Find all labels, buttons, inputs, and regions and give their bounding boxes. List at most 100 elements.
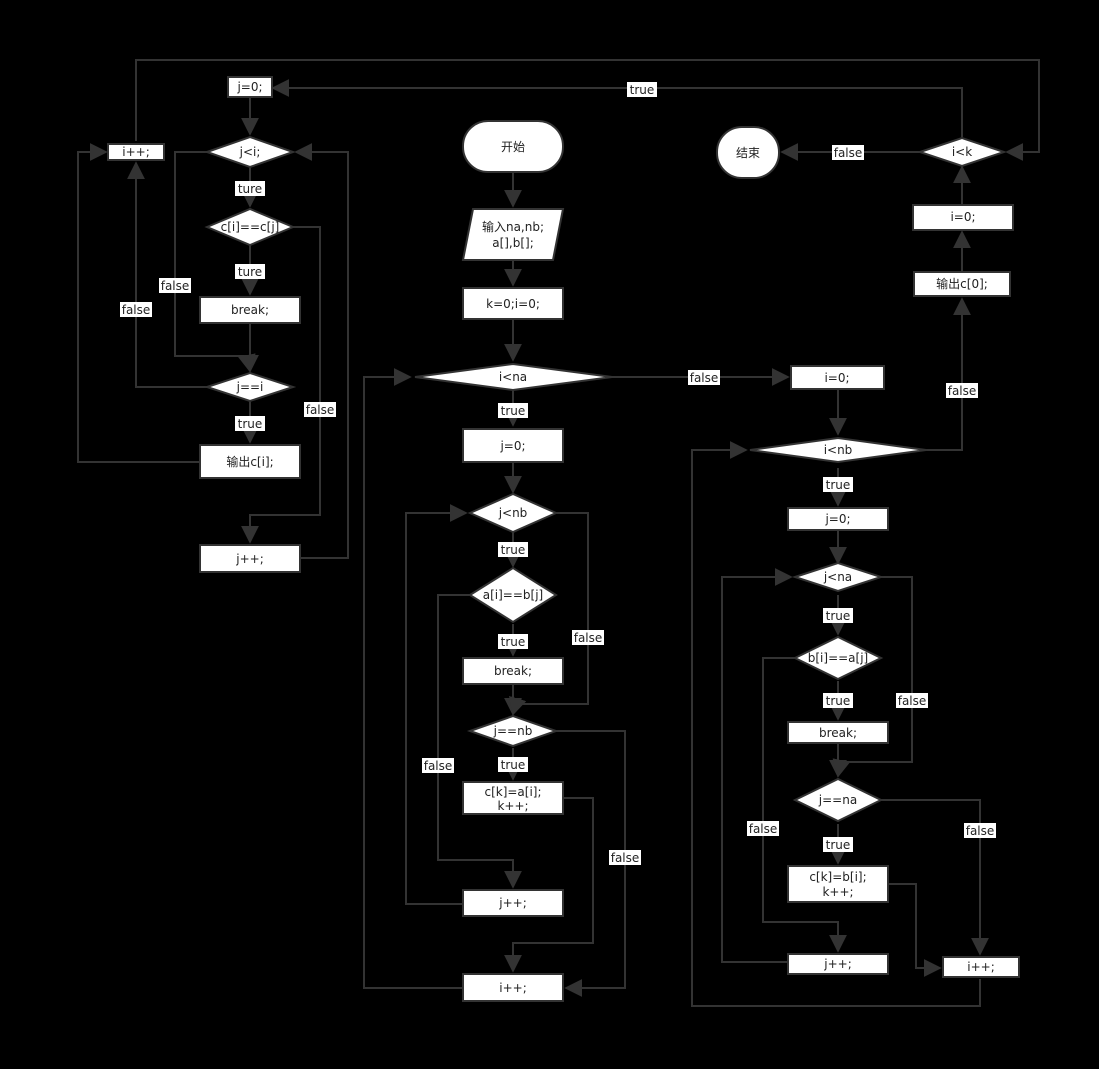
label-ina-false: false xyxy=(688,370,720,385)
svg-text:false: false xyxy=(898,694,927,708)
label-jeqnb-true: true xyxy=(498,757,528,772)
cond-j-eq-na-label: j==na xyxy=(818,793,857,807)
edges xyxy=(77,59,1040,1007)
right-jpp-box xyxy=(787,953,889,975)
final-i0-label: i=0; xyxy=(950,210,975,224)
label-jnb-true: true xyxy=(498,542,528,557)
label-jna-true: true xyxy=(823,608,853,623)
edge-jnb-false xyxy=(509,512,589,716)
out-c0-box xyxy=(913,271,1011,297)
svg-text:true: true xyxy=(826,838,851,852)
label-jnb-false: false xyxy=(572,630,604,645)
cond-bi-eq-aj xyxy=(792,635,884,681)
label-jeqi-true: true xyxy=(235,416,265,431)
edge-labels: true true true true false false false fa… xyxy=(120,82,996,865)
mid-break-box xyxy=(462,657,564,685)
svg-text:false: false xyxy=(122,303,151,317)
left-j0-label: j=0; xyxy=(236,80,262,94)
cond-j-eq-i xyxy=(203,371,297,403)
cond-j-eq-na xyxy=(792,777,884,823)
left-break-box xyxy=(199,296,301,324)
cond-j-lt-nb xyxy=(467,492,559,534)
svg-text:true: true xyxy=(501,635,526,649)
svg-text:false: false xyxy=(966,824,995,838)
right-j0-label: j=0; xyxy=(824,512,850,526)
svg-text:false: false xyxy=(611,851,640,865)
edge-inb-false xyxy=(926,297,971,451)
right-ck-label-line1: c[k]=b[i]; xyxy=(809,870,866,884)
cond-bi-eq-aj-label: b[i]==a[j] xyxy=(808,651,868,665)
right-jpp-label: j++; xyxy=(823,957,852,971)
cond-i-lt-nb xyxy=(749,436,927,464)
cond-ai-eq-bj-label: a[i]==b[j] xyxy=(483,588,543,602)
mid-jpp-box xyxy=(462,889,564,917)
mid-ipp-box xyxy=(462,973,564,1002)
svg-text:ture: ture xyxy=(238,265,262,279)
label-aibj-false: false xyxy=(422,758,454,773)
nodes: 开始 输入na,nb; a[],b[]; k=0;i=0; i<na j=0; … xyxy=(107,76,1020,1002)
svg-text:false: false xyxy=(574,631,603,645)
svg-text:false: false xyxy=(306,403,335,417)
svg-text:false: false xyxy=(161,279,190,293)
edge-rjpp-loop xyxy=(721,568,793,963)
cond-i-lt-k xyxy=(916,136,1008,168)
input-label-line2: a[],b[]; xyxy=(492,236,534,250)
svg-text:true: true xyxy=(630,83,655,97)
svg-text:false: false xyxy=(834,146,863,160)
init-ki-box xyxy=(462,287,564,320)
cond-j-eq-i-label: j==i xyxy=(236,380,264,394)
label-ji-ture: ture xyxy=(235,181,265,196)
edge-outci-to-lipp xyxy=(77,143,200,463)
edge-biaj-false xyxy=(762,657,847,953)
label-jeqna-false: false xyxy=(964,823,996,838)
mid-j0-box xyxy=(462,428,564,463)
cond-i-lt-nb-label: i<nb xyxy=(824,443,853,457)
edge-ck-to-ipp xyxy=(504,797,594,973)
right-ck-label-line2: k++; xyxy=(822,885,853,899)
left-jpp-label: j++; xyxy=(235,552,264,566)
svg-text:false: false xyxy=(749,822,778,836)
edge-ripp-loop xyxy=(691,441,981,1007)
input-label-line1: 输入na,nb; xyxy=(482,219,544,234)
final-i0-box xyxy=(912,204,1014,231)
edge-ipp-loop xyxy=(363,368,463,989)
cond-i-lt-k-label: i<k xyxy=(952,145,972,159)
cond-j-lt-i-label: j<i; xyxy=(239,145,261,159)
label-ik-false: false xyxy=(832,145,864,160)
mid-ipp-label: i++; xyxy=(499,981,527,995)
cond-j-lt-i xyxy=(203,135,297,169)
label-jna-false: false xyxy=(896,693,928,708)
edge-jna-false xyxy=(832,576,913,778)
mid-ck-label-line1: c[k]=a[i]; xyxy=(484,785,541,799)
svg-text:true: true xyxy=(826,478,851,492)
label-biaj-true: true xyxy=(823,693,853,708)
svg-text:false: false xyxy=(948,384,977,398)
label-inb-false: false xyxy=(946,383,978,398)
cond-ci-eq-cj-label: c[i]==c[j] xyxy=(221,220,280,234)
label-jeqna-true: true xyxy=(823,837,853,852)
label-aibj-true: true xyxy=(498,634,528,649)
right-ipp-label: i++; xyxy=(967,960,995,974)
label-ji-false: false xyxy=(159,278,191,293)
label-ina-true: true xyxy=(498,403,528,418)
right-ipp-box xyxy=(942,956,1020,978)
start-label: 开始 xyxy=(501,140,525,154)
svg-text:true: true xyxy=(501,543,526,557)
left-j0-box xyxy=(227,76,273,98)
edge-lipp-to-ik xyxy=(135,59,1040,161)
label-inb-true: true xyxy=(823,477,853,492)
right-j0-box xyxy=(787,507,889,531)
input-parallelogram xyxy=(461,208,565,261)
svg-text:false: false xyxy=(690,371,719,385)
left-ipp-box xyxy=(107,143,165,161)
edge-ji-false xyxy=(174,151,256,373)
edge-jpp-loop xyxy=(405,504,468,905)
out-ci-box xyxy=(199,444,301,479)
edge-jeqna-false xyxy=(881,799,989,956)
label-cicj-ture: ture xyxy=(235,264,265,279)
edge-ik-true xyxy=(271,79,963,137)
svg-text:true: true xyxy=(501,758,526,772)
svg-text:ture: ture xyxy=(238,182,262,196)
svg-text:false: false xyxy=(424,759,453,773)
